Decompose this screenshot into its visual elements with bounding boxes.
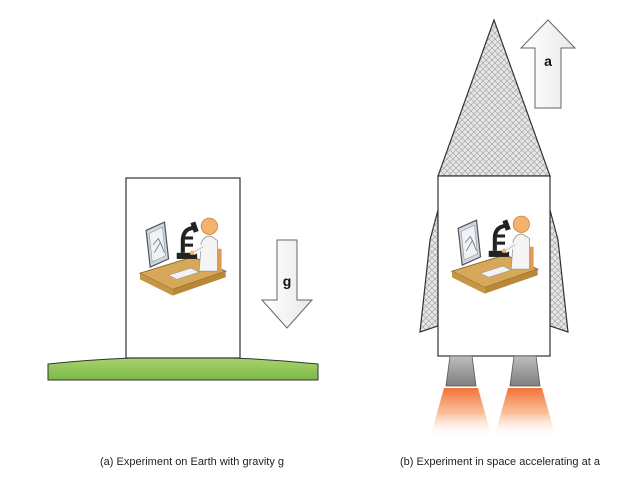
caption-b: (b) Experiment in space accelerating at … xyxy=(400,456,601,468)
ground xyxy=(47,356,319,381)
gravity-arrow: g xyxy=(260,239,314,329)
fin-left xyxy=(419,209,439,333)
acceleration-arrow: a xyxy=(519,19,577,109)
exhaust-right xyxy=(494,388,556,438)
caption-a: (a) Experiment on Earth with gravity g xyxy=(100,456,284,468)
gravity-arrow-label: g xyxy=(283,273,292,289)
panel-space: a (b) Experiment in space accelerating a… xyxy=(400,18,601,468)
fin-right xyxy=(549,209,569,333)
exhaust-left xyxy=(430,388,492,438)
nozzle-left xyxy=(445,355,477,387)
panel-earth: g (a) Experiment on Earth with gravity g xyxy=(47,177,319,468)
acceleration-arrow-label: a xyxy=(544,53,552,69)
nozzle-right xyxy=(509,355,541,387)
